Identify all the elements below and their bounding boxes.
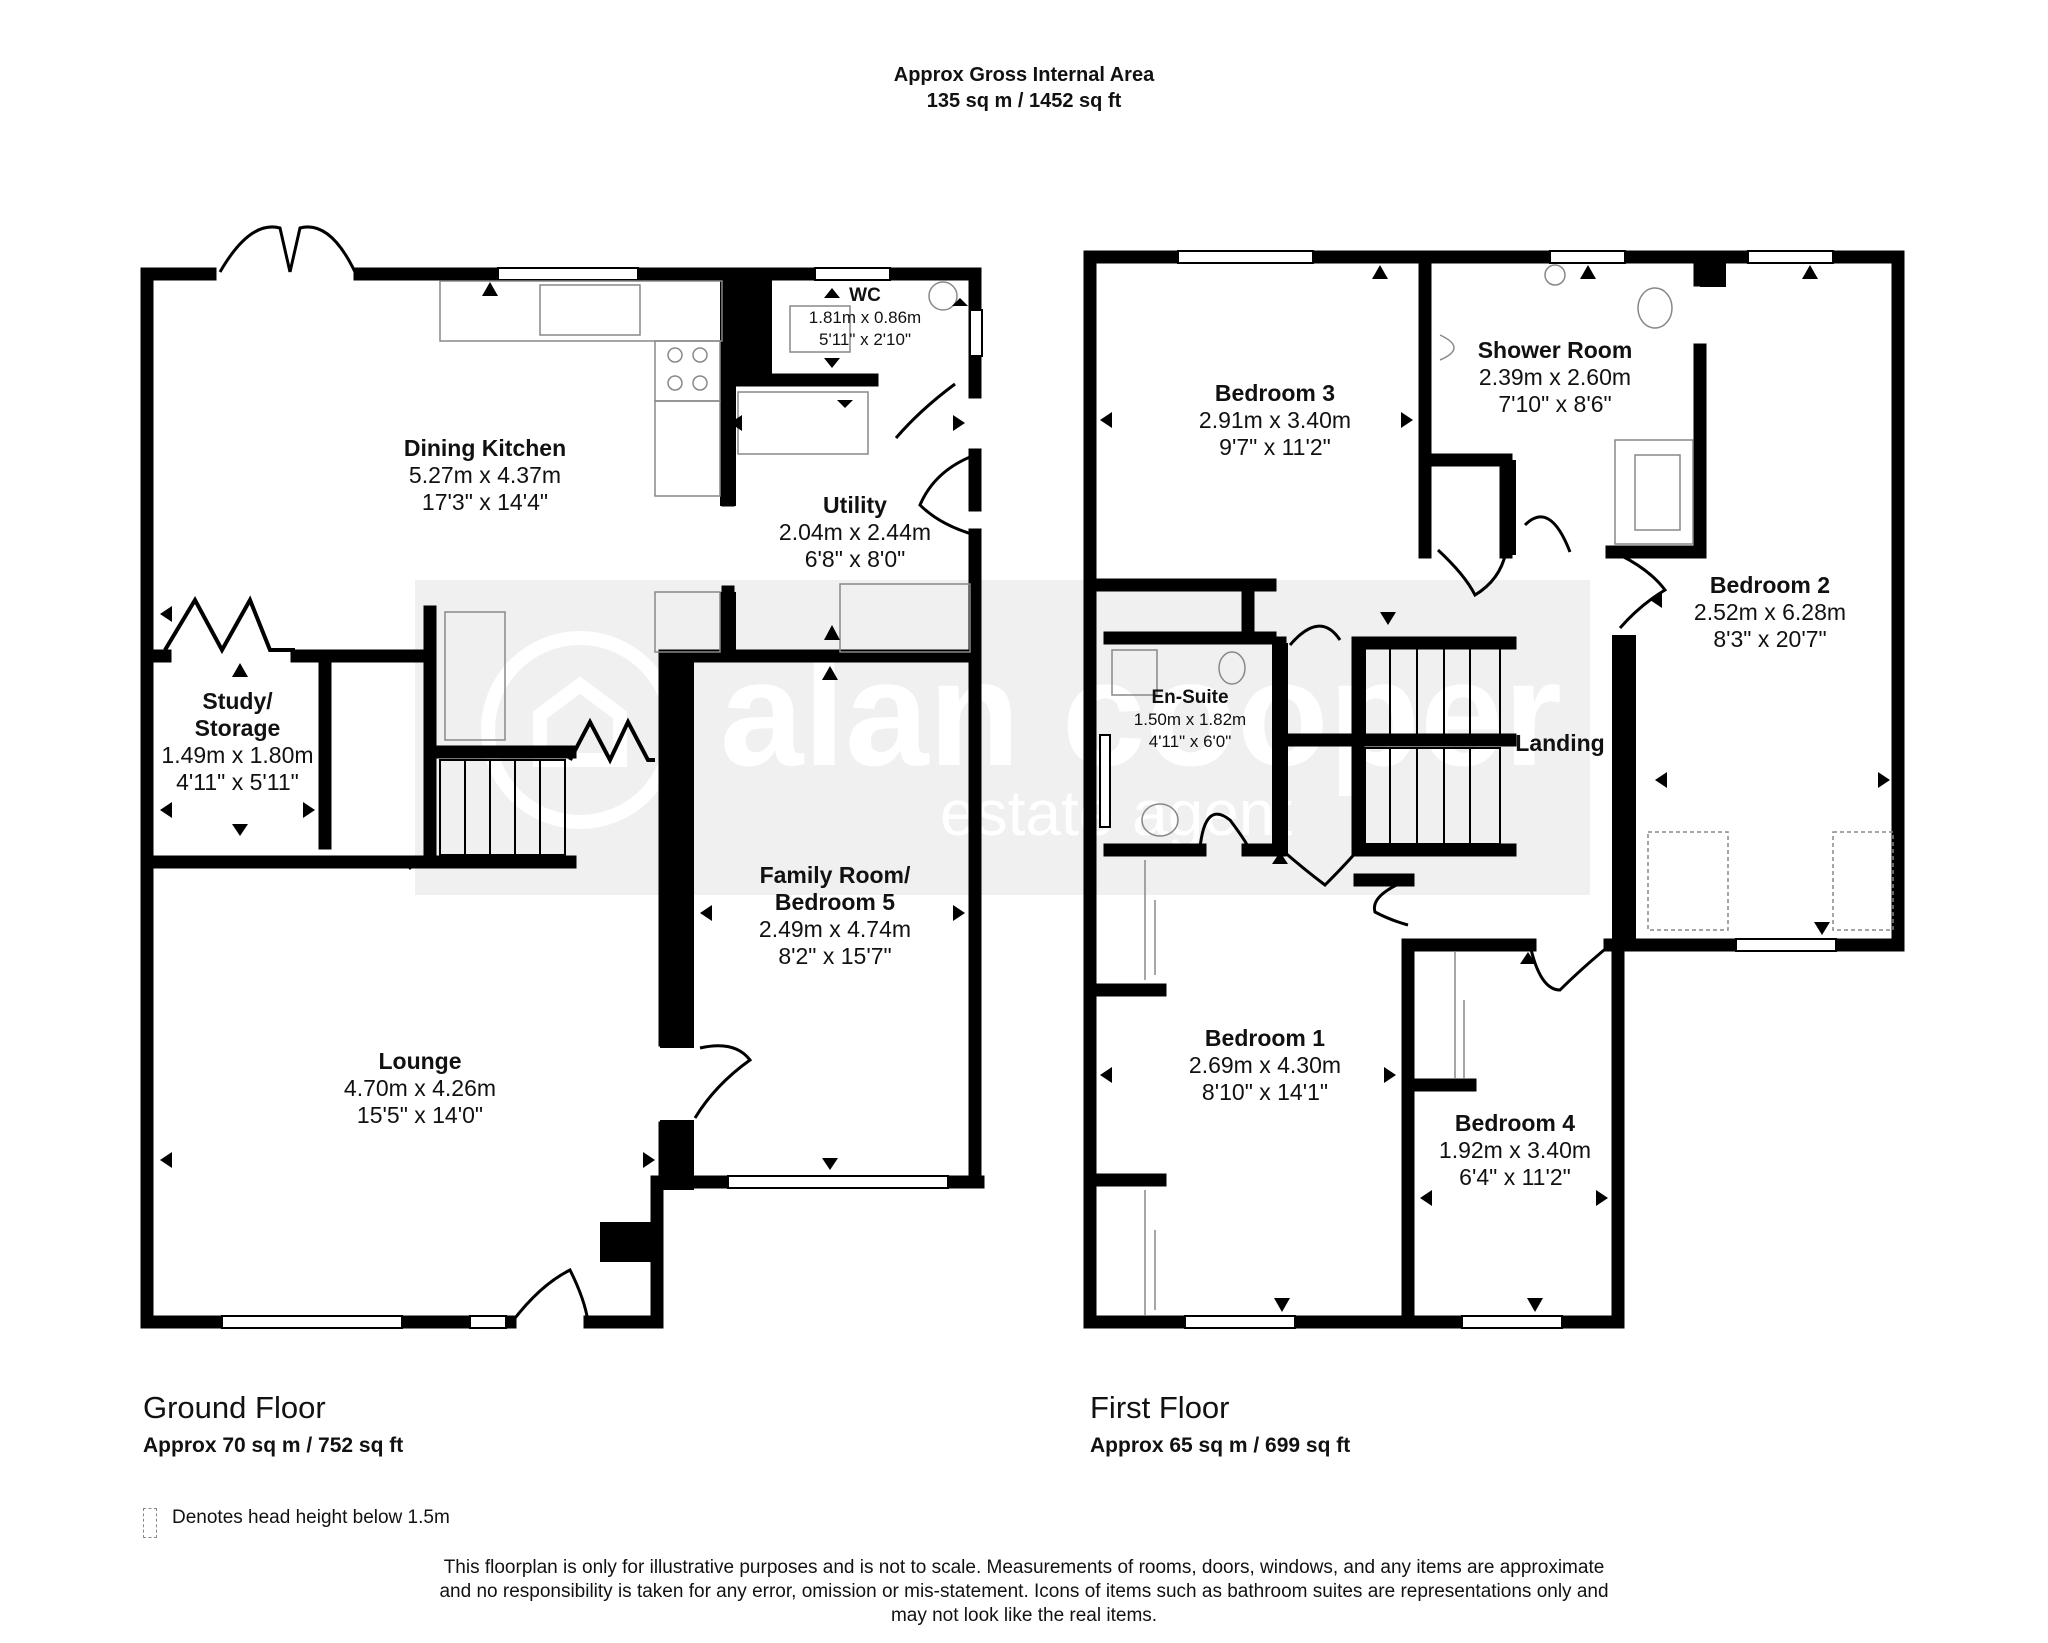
ground-floor-doors: [510, 382, 976, 1323]
area-header-line2: 135 sq m / 1452 sq ft: [926, 90, 1122, 112]
first-floor-label: First Floor: [1090, 1390, 1230, 1425]
room-name-lounge: Lounge: [378, 1048, 462, 1074]
room-name-wc: WC: [849, 285, 881, 306]
french-doors: [218, 225, 357, 273]
room-name-bedroom1: Bedroom 1: [1204, 1025, 1326, 1051]
room-name-study-line1: Study/: [202, 688, 273, 714]
room-imperial-utility: 6'8" x 8'0": [804, 546, 906, 572]
first-floor-stairs: [1364, 647, 1501, 845]
room-metric-bedroom3: 2.91m x 3.40m: [1198, 407, 1352, 433]
first-floor-windows: [1099, 250, 1837, 1329]
room-name-family-line1: Family Room/: [759, 862, 911, 888]
room-imperial-shower-room: 7'10" x 8'6": [1498, 391, 1612, 417]
room-metric-family: 2.49m x 4.74m: [758, 916, 912, 942]
room-metric-shower-room: 2.39m x 2.60m: [1478, 364, 1632, 390]
area-header-line1: Approx Gross Internal Area: [893, 64, 1155, 86]
room-imperial-family: 8'2" x 15'7": [778, 943, 892, 969]
room-imperial-lounge: 15'5" x 14'0": [356, 1102, 484, 1128]
room-metric-bedroom4: 1.92m x 3.40m: [1438, 1137, 1592, 1163]
disclaimer-line1: This floorplan is only for illustrative …: [443, 1557, 1605, 1578]
first-floor-area: Approx 65 sq m / 699 sq ft: [1090, 1434, 1351, 1457]
dimension-markers: [160, 265, 1890, 1312]
room-name-bedroom2: Bedroom 2: [1709, 572, 1831, 598]
room-name-study-line2: Storage: [194, 715, 281, 741]
ground-stairs: [439, 759, 566, 856]
room-metric-study: 1.49m x 1.80m: [161, 742, 314, 768]
low-headroom-areas: [1647, 831, 1894, 931]
disclaimer-line2: and no responsibility is taken for any e…: [439, 1581, 1609, 1602]
room-metric-lounge: 4.70m x 4.26m: [343, 1075, 497, 1101]
room-metric-wc: 1.81m x 0.86m: [808, 308, 922, 327]
legend-text: Denotes head height below 1.5m: [172, 1507, 450, 1528]
room-name-bedroom3: Bedroom 3: [1214, 380, 1336, 406]
ground-floor-windows: [221, 267, 983, 1329]
room-imperial-bedroom3: 9'7" x 11'2": [1219, 434, 1331, 460]
first-floor-doors: [1198, 515, 1668, 992]
room-name-utility: Utility: [823, 492, 887, 518]
disclaimer-line3: may not look like the real items.: [890, 1605, 1158, 1626]
room-imperial-bedroom1: 8'10" x 14'1": [1201, 1079, 1329, 1105]
room-imperial-bedroom2: 8'3" x 20'7": [1713, 626, 1827, 652]
room-name-en-suite: En-Suite: [1151, 687, 1229, 708]
room-imperial-bedroom4: 6'4" x 11'2": [1459, 1164, 1571, 1190]
ground-floor-thick-walls: [600, 274, 772, 1262]
room-metric-bedroom1: 2.69m x 4.30m: [1188, 1052, 1342, 1078]
room-name-landing: Landing: [1515, 730, 1605, 756]
bifold-doors: [163, 595, 655, 765]
room-imperial-dining-kitchen: 17'3" x 14'4": [421, 489, 549, 515]
legend-swatch: [143, 1508, 157, 1538]
ground-floor-area: Approx 70 sq m / 752 sq ft: [143, 1434, 404, 1457]
room-metric-dining-kitchen: 5.27m x 4.37m: [408, 462, 562, 488]
room-metric-utility: 2.04m x 2.44m: [778, 519, 932, 545]
room-name-bedroom4: Bedroom 4: [1454, 1110, 1576, 1136]
room-imperial-wc: 5'11" x 2'10": [819, 330, 911, 349]
room-name-family-line2: Bedroom 5: [774, 889, 896, 915]
watermark-subtext: estate agent: [940, 777, 1293, 849]
ground-floor-label: Ground Floor: [143, 1390, 326, 1425]
first-floor-thick-walls: [1272, 257, 1726, 940]
wc-fixtures: [789, 281, 958, 353]
room-imperial-en-suite: 4'11" x 6'0": [1148, 732, 1232, 751]
room-name-dining-kitchen: Dining Kitchen: [403, 435, 567, 461]
room-metric-bedroom2: 2.52m x 6.28m: [1693, 599, 1847, 625]
room-name-shower-room: Shower Room: [1477, 337, 1633, 363]
first-floor-fixtures: [1111, 264, 1694, 1315]
room-metric-en-suite: 1.50m x 1.82m: [1133, 710, 1247, 729]
room-imperial-study: 4'11" x 5'11": [176, 769, 299, 795]
